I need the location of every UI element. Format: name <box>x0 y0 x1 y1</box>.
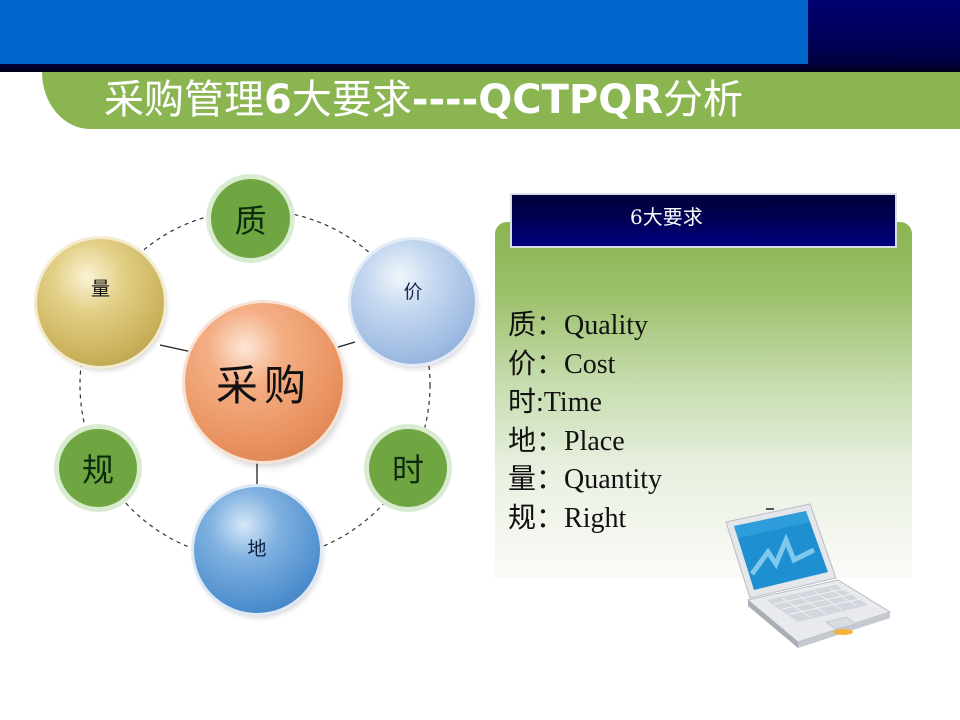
page-title: 采购管理6大要求----QCTPQR分析 <box>104 74 743 126</box>
req-cn: 价 <box>508 348 537 380</box>
node-center-label: 采购 <box>215 360 312 410</box>
requirement-item-right: 规：Right <box>508 500 662 539</box>
node-quantity: 量 <box>37 239 164 366</box>
req-cn: 时 <box>508 387 537 418</box>
title-part-3: 分析 <box>663 77 744 123</box>
procurement-diagram: 质 量 价 采购 规 时 地 <box>0 150 490 650</box>
req-sep: : <box>536 387 544 418</box>
req-en: Cost <box>564 348 616 380</box>
req-sep: ： <box>536 310 565 341</box>
requirements-panel <box>495 222 912 578</box>
req-cn: 规 <box>508 502 537 534</box>
requirement-item-time: 时:Time <box>508 384 662 423</box>
title-banner: 采购管理6大要求----QCTPQR分析 <box>42 72 960 129</box>
top-bar-blue-block <box>0 0 808 64</box>
title-part-2: 大要求 <box>291 77 412 123</box>
node-time: 时 <box>369 429 447 507</box>
node-cost-label: 价 <box>403 280 423 303</box>
req-sep: ： <box>536 464 565 495</box>
req-cn: 量 <box>508 464 537 495</box>
connector-quantity <box>159 344 193 353</box>
title-part-1: 采购管理 <box>104 77 264 123</box>
node-cost: 价 <box>351 240 475 364</box>
requirement-item-cost: 价：Cost <box>508 346 662 385</box>
node-place: 地 <box>194 487 320 613</box>
req-cn: 质 <box>508 310 537 341</box>
node-quantity-label: 量 <box>90 278 110 300</box>
node-rule: 规 <box>59 429 137 507</box>
req-cn: 地 <box>508 425 537 457</box>
top-bar <box>0 0 960 64</box>
requirements-list: 质：Quality 价：Cost 时:Time 地：Place 量：Quanti… <box>508 307 662 538</box>
req-en: Place <box>564 425 625 457</box>
requirement-item-quality: 质：Quality <box>508 307 662 346</box>
panel-header-title: 6大要求 <box>630 205 703 229</box>
requirement-item-place: 地：Place <box>508 423 662 462</box>
node-center-procurement: 采购 <box>185 303 343 461</box>
node-place-label: 地 <box>247 537 267 560</box>
title-number: 6 <box>264 77 292 123</box>
node-quality: 质 <box>211 179 290 258</box>
node-time-label: 时 <box>391 451 424 489</box>
requirement-item-quantity: 量：Quantity <box>508 461 662 500</box>
req-en: Right <box>564 502 627 534</box>
req-en: Time <box>543 387 602 418</box>
requirements-panel-header: 6大要求 <box>510 193 897 248</box>
req-sep: ： <box>536 348 565 380</box>
node-rule-label: 规 <box>81 451 114 489</box>
req-en: Quality <box>564 310 649 341</box>
connector-cost <box>334 341 356 349</box>
laptop-icon <box>718 500 898 650</box>
req-sep: ： <box>536 425 565 457</box>
node-quality-label: 质 <box>234 201 267 240</box>
req-sep: ： <box>536 502 565 534</box>
top-bar-navy-block <box>808 0 960 64</box>
req-en: Quantity <box>564 464 663 495</box>
title-acronym: ----QCTPQR <box>411 77 664 123</box>
top-bar-divider <box>0 64 960 72</box>
